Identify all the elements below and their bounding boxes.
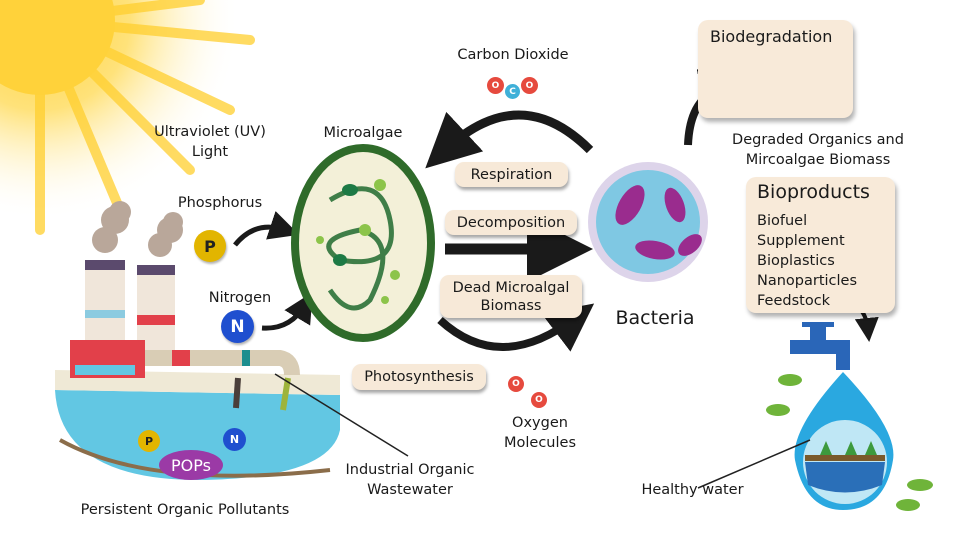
pops-caption: Persistent Organic Pollutants: [80, 502, 290, 518]
carbon-atom: C: [505, 84, 520, 99]
uv-light-line-2: Light: [191, 144, 229, 160]
nitrogen-small-icon: N: [223, 428, 246, 451]
degraded-organics-caption: Degraded Organics and Mircoalgae Biomass: [718, 130, 918, 170]
wastewater-label: Industrial Organic Wastewater: [330, 460, 490, 500]
oxygen-atom: O: [521, 77, 538, 94]
healthy-water-pointer-line: [697, 439, 811, 489]
biodegradation-title: Biodegradation: [710, 27, 833, 46]
carbon-dioxide-label: Carbon Dioxide: [457, 47, 569, 63]
uv-light-label: Ultraviolet (UV) Light: [140, 122, 280, 162]
dead-biomass-label: Dead Microalgal Biomass: [440, 275, 582, 318]
dead-biomass-line-2: Biomass: [480, 297, 542, 314]
decomposition-label: Decomposition: [445, 210, 577, 235]
factory-illustration: [55, 201, 340, 480]
water-drop-icon: [766, 372, 933, 511]
list-item: Supplement: [757, 233, 845, 249]
list-item: Feedstock: [757, 293, 831, 309]
degraded-caption-line-2: Mircoalgae Biomass: [745, 152, 891, 168]
uv-light-line-1: Ultraviolet (UV): [154, 124, 266, 140]
oxygen-atom: O: [487, 77, 504, 94]
wastewater-line-2: Wastewater: [367, 482, 453, 498]
oxygen-molecules-label: Oxygen Molecules: [480, 413, 600, 453]
bacteria-icon: [588, 162, 708, 282]
respiration-label: Respiration: [455, 162, 568, 187]
list-item: Bioplastics: [757, 253, 835, 269]
nitrogen-label: Nitrogen: [208, 290, 272, 306]
list-item: Nanoparticles: [757, 273, 858, 289]
oxygen-line-1: Oxygen: [512, 415, 568, 431]
healthy-water-label: Healthy water: [641, 482, 744, 498]
wastewater-pointer-line: [274, 373, 409, 457]
bacteria-label: Bacteria: [615, 307, 695, 329]
oxygen-line-2: Molecules: [504, 435, 576, 451]
respiration-arrow-icon: [425, 110, 594, 169]
oxygen-atom: O: [508, 376, 524, 392]
sun-icon: [0, 0, 255, 235]
phosphorus-small-icon: P: [138, 430, 160, 452]
microalgae-cell-icon: [291, 144, 435, 342]
pops-badge: POPs: [159, 450, 223, 480]
wastewater-line-1: Industrial Organic: [345, 462, 475, 478]
biodegradation-box: Biodegradation: [698, 20, 853, 118]
phosphorus-arrow-icon: [233, 211, 300, 247]
list-item: Biofuel: [757, 213, 808, 229]
faucet-icon: [790, 322, 850, 370]
bioproducts-list: Biofuel Supplement Bioplastics Nanoparti…: [757, 211, 857, 311]
dead-biomass-line-1: Dead Microalgal: [452, 279, 570, 296]
degraded-caption-line-1: Degraded Organics and: [732, 132, 904, 148]
bioproducts-title: Bioproducts: [757, 181, 870, 203]
nitrogen-icon: N: [221, 310, 254, 343]
microalgae-label: Microalgae: [323, 125, 403, 141]
phosphorus-label: Phosphorus: [177, 195, 263, 211]
biomass-arrow-icon: [437, 303, 595, 352]
photosynthesis-label: Photosynthesis: [352, 364, 486, 390]
nitrogen-arrow-icon: [261, 292, 313, 331]
oxygen-atom: O: [531, 392, 547, 408]
phosphorus-icon: P: [194, 230, 226, 262]
bioproducts-box: Bioproducts Biofuel Supplement Bioplasti…: [746, 177, 895, 313]
